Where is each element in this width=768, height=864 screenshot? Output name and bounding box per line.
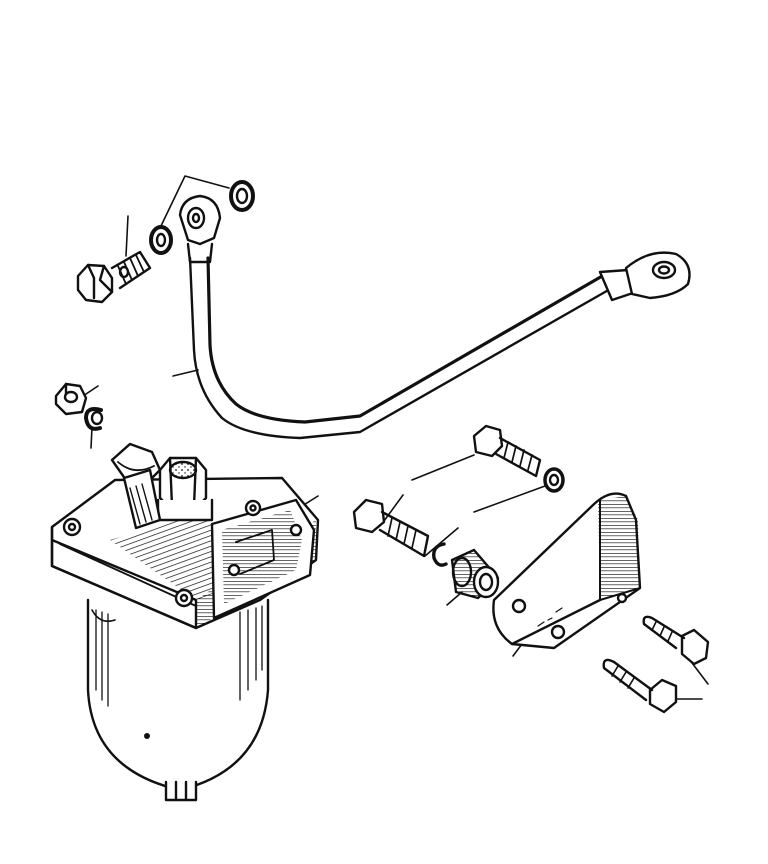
sealing-washer <box>229 180 255 212</box>
distance-sleeve <box>450 548 500 600</box>
bracket-bolt <box>472 424 542 478</box>
sealing-washer <box>149 225 173 255</box>
spring-washer <box>432 542 448 567</box>
bracket-set-screw <box>602 658 678 714</box>
hex-nut <box>54 382 88 416</box>
mounting-bracket <box>492 492 642 650</box>
banjo-bolt <box>76 250 152 304</box>
spring-washer <box>543 467 565 493</box>
fuel-filter-assembly <box>50 442 320 802</box>
bracket-bolt <box>352 498 430 558</box>
bracket-set-screw <box>642 615 710 666</box>
spring-washer <box>84 407 104 431</box>
fuel-pipe <box>178 194 691 440</box>
